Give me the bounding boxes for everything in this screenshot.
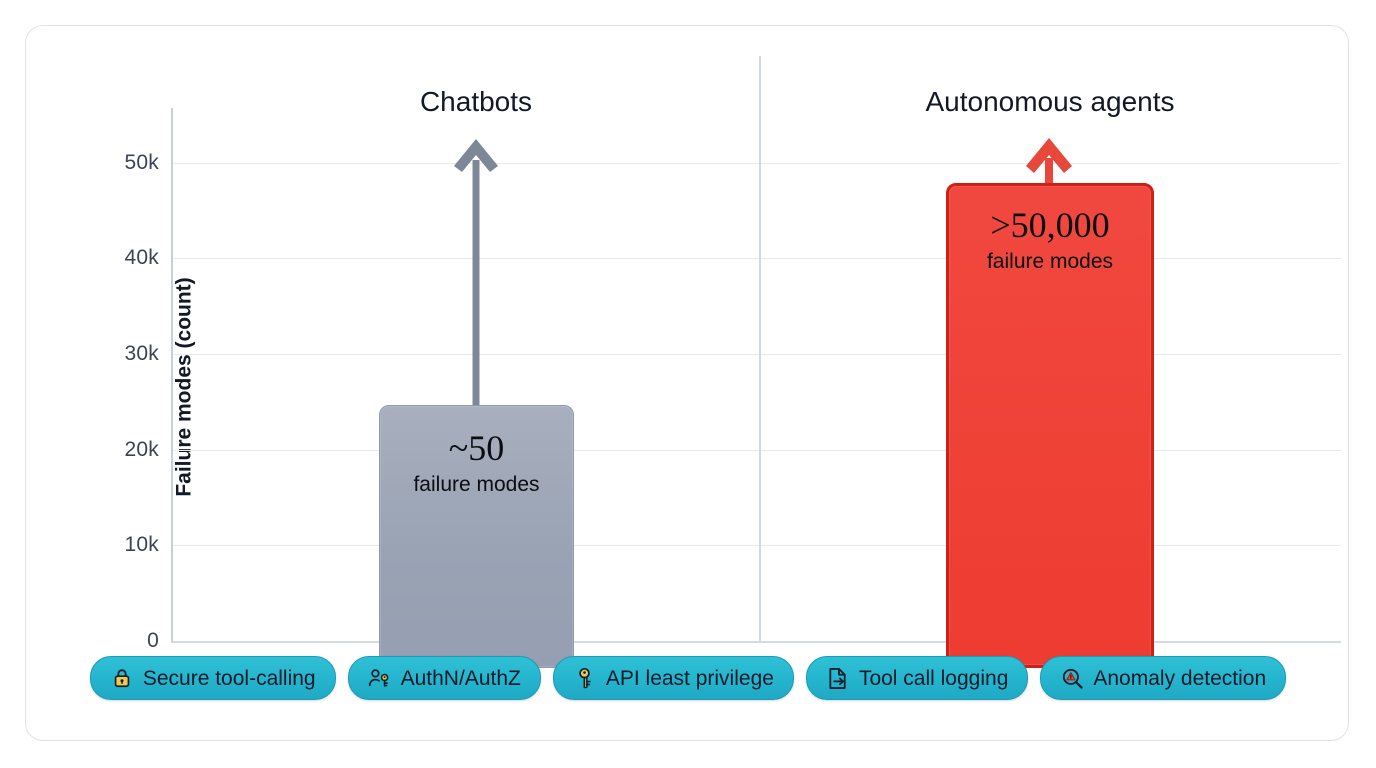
y-axis-line (171, 108, 173, 642)
pill-api-least-privilege[interactable]: API least privilege (552, 656, 794, 700)
pill-label: AuthN/AuthZ (400, 666, 521, 690)
gridline-10k (172, 545, 1341, 547)
bar-sublabel-chatbots: failure modes (413, 472, 540, 496)
y-tick-50k: 50k (124, 151, 159, 174)
group-title-chatbots: Chatbots (419, 86, 533, 117)
magnifier-alert-icon (1060, 666, 1084, 690)
y-tick-40k: 40k (124, 246, 159, 269)
bar-autonomous-agents (946, 183, 1154, 668)
chart-card: Chatbots Autonomous agents Failure modes… (25, 25, 1349, 741)
y-tick-30k: 30k (124, 342, 159, 365)
gridline-40k (172, 258, 1341, 260)
bar-label-autonomous-agents: >50,000 failure modes (946, 205, 1154, 276)
plot-area: Failure modes (count) 50k 40k 30k 20k 10… (125, 56, 1341, 666)
bar-value-autonomous-agents: >50,000 (990, 205, 1110, 245)
user-key-icon (368, 666, 392, 690)
bar-label-chatbots: ~50 failure modes (379, 428, 574, 499)
pill-label: Tool call logging (858, 666, 1009, 690)
y-tick-20k: 20k (124, 438, 159, 461)
key-icon (573, 666, 597, 690)
pill-label: API least privilege (605, 666, 774, 690)
gridline-50k (172, 163, 1341, 165)
lock-icon (110, 666, 134, 690)
pill-authn-authz[interactable]: AuthN/AuthZ (347, 656, 541, 700)
document-export-icon (826, 666, 850, 690)
y-tick-0: 0 (147, 629, 159, 652)
bar-value-chatbots: ~50 (448, 428, 505, 468)
bar-sublabel-autonomous-agents: failure modes (986, 249, 1114, 273)
pill-label: Anomaly detection (1093, 666, 1267, 690)
pill-secure-tool-calling[interactable]: Secure tool-calling (89, 656, 336, 700)
x-axis-baseline (171, 641, 1341, 643)
gridline-20k (172, 450, 1341, 452)
chatbots-up-arrow-icon (454, 139, 498, 410)
group-divider (759, 56, 761, 642)
mitigation-pill-row: Secure tool-calling AuthN/AuthZ API leas (0, 656, 1376, 700)
gridline-30k (172, 354, 1341, 356)
pill-tool-call-logging[interactable]: Tool call logging (805, 656, 1029, 700)
y-axis-label: Failure modes (count) (172, 277, 196, 497)
pill-label: Secure tool-calling (142, 666, 316, 690)
group-title-autonomous-agents: Autonomous agents (925, 86, 1175, 117)
y-tick-10k: 10k (124, 533, 159, 556)
pill-anomaly-detection[interactable]: Anomaly detection (1040, 656, 1287, 700)
